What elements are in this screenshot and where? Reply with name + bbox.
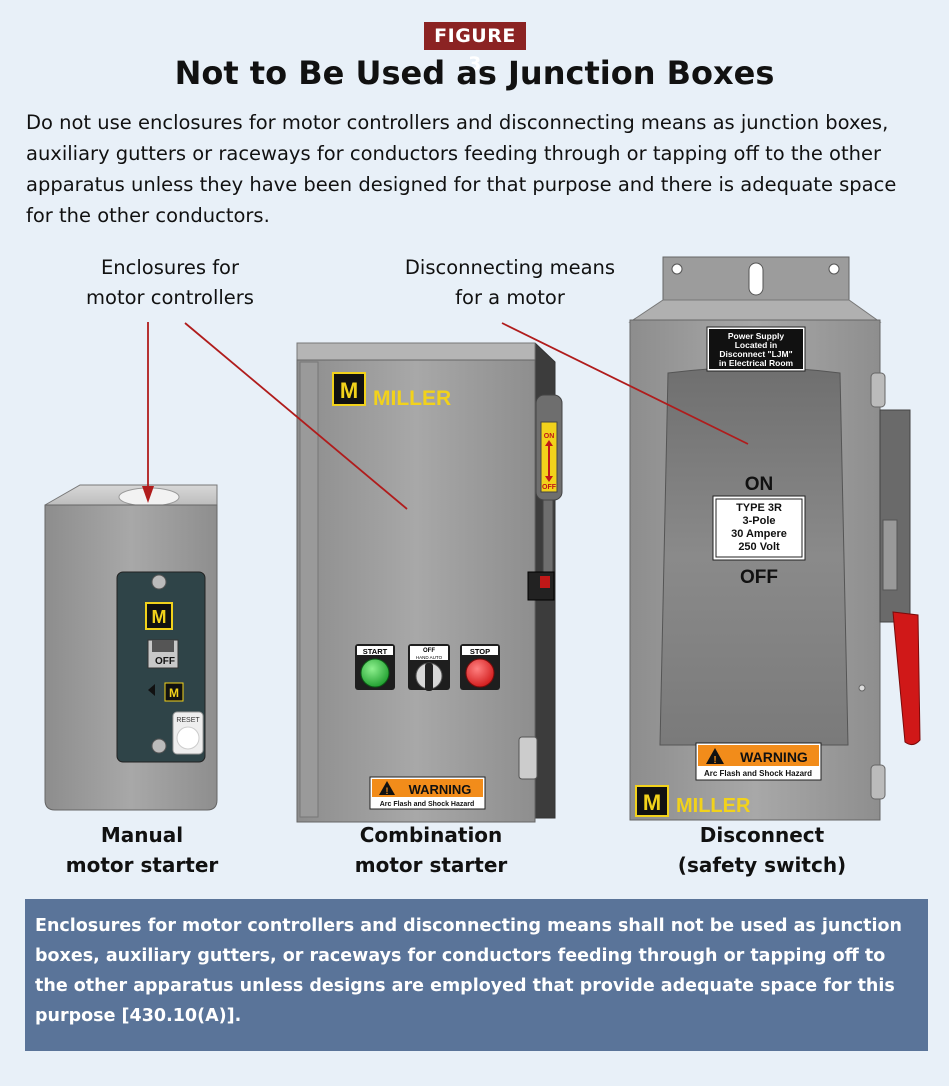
arrowhead-icon bbox=[142, 486, 154, 503]
notice-line: in Electrical Room bbox=[719, 358, 794, 368]
caption-line: Combination bbox=[359, 823, 503, 847]
door-latch-icon bbox=[518, 736, 538, 780]
stop-label: STOP bbox=[470, 647, 490, 656]
caption-line: (safety switch) bbox=[677, 853, 847, 877]
caption-line: Disconnect bbox=[699, 823, 825, 847]
figure-badge: FIGURE 3 bbox=[424, 22, 526, 75]
brand-logo-icon bbox=[332, 372, 366, 406]
brand-letter: M bbox=[152, 607, 167, 627]
combination-motor-starter: M MILLER ON OFF START OFF HAND AUTO STOP… bbox=[296, 342, 563, 823]
notice-label bbox=[709, 329, 803, 369]
warning-subtitle: Arc Flash and Shock Hazard bbox=[704, 769, 812, 778]
code-note-text: Enclosures for motor controllers and dis… bbox=[35, 916, 903, 1026]
switch-label: OFF bbox=[155, 656, 175, 667]
code-note-box: Enclosures for motor controllers and dis… bbox=[25, 899, 928, 1051]
rating-line: 30 Ampere bbox=[731, 528, 787, 540]
selector-sub-label: HAND AUTO bbox=[416, 655, 443, 660]
off-label: OFF bbox=[740, 567, 778, 588]
keyhole-icon bbox=[748, 262, 764, 296]
callout-controllers: Enclosures for motor controllers bbox=[70, 253, 270, 313]
warning-icon bbox=[379, 781, 395, 795]
caption-line: motor starter bbox=[354, 853, 508, 877]
callout-line: Enclosures for bbox=[100, 256, 240, 279]
disconnect-safety-switch: Power Supply Located in Disconnect "LJM"… bbox=[628, 256, 921, 821]
enclosure-door bbox=[296, 359, 536, 823]
caption-line: Manual bbox=[100, 823, 184, 847]
start-label: START bbox=[363, 647, 388, 656]
pointer-line bbox=[501, 322, 749, 445]
notice-line: Located in bbox=[735, 340, 778, 350]
callout-line: motor controllers bbox=[86, 286, 254, 309]
pointer-line bbox=[184, 322, 408, 510]
rating-line: 250 Volt bbox=[738, 541, 780, 553]
brand-letter: M bbox=[340, 378, 358, 403]
brand-logo-icon bbox=[164, 682, 184, 702]
manual-motor-starter: M OFF M RESET bbox=[44, 484, 218, 811]
warning-subtitle: Arc Flash and Shock Hazard bbox=[380, 801, 475, 808]
brand-name: MILLER bbox=[373, 387, 451, 410]
caption-disconnect: Disconnect (safety switch) bbox=[642, 820, 882, 880]
rating-label bbox=[712, 495, 806, 561]
brand-letter: M bbox=[169, 686, 179, 700]
stop-button bbox=[465, 658, 495, 688]
on-label: ON bbox=[745, 474, 774, 495]
warning-title: WARNING bbox=[409, 782, 472, 797]
reset-label: RESET bbox=[176, 717, 200, 724]
start-button bbox=[360, 658, 390, 688]
handle-on-label: ON bbox=[544, 433, 555, 440]
handle-off-label: OFF bbox=[542, 484, 557, 491]
svg-text:!: ! bbox=[386, 786, 389, 796]
brand-name: MILLER bbox=[676, 795, 751, 817]
callout-line: Disconnecting means bbox=[404, 256, 616, 279]
figure-title: Not to Be Used as Junction Boxes bbox=[174, 54, 775, 92]
notice-line: Power Supply bbox=[728, 331, 784, 341]
rating-line: 3-Pole bbox=[742, 515, 775, 527]
selector-label: OFF bbox=[423, 648, 435, 654]
svg-text:!: ! bbox=[713, 755, 716, 766]
caption-manual: Manual motor starter bbox=[22, 820, 262, 880]
brand-logo-icon bbox=[145, 602, 173, 630]
pointer-lines bbox=[142, 322, 749, 510]
brand-letter: M bbox=[643, 790, 661, 815]
warning-icon bbox=[706, 748, 724, 764]
notice-line: Disconnect "LJM" bbox=[719, 349, 792, 359]
rating-line: TYPE 3R bbox=[736, 502, 782, 514]
disconnect-handle bbox=[892, 611, 921, 746]
callout-line: for a motor bbox=[455, 286, 565, 309]
screw-icon bbox=[151, 574, 167, 590]
caption-combination: Combination motor starter bbox=[311, 820, 551, 880]
screw-icon bbox=[151, 738, 167, 754]
intro-text: Do not use enclosures for motor controll… bbox=[26, 111, 897, 227]
callout-disconnect: Disconnecting means for a motor bbox=[395, 253, 625, 313]
caption-line: motor starter bbox=[65, 853, 219, 877]
warning-title: WARNING bbox=[740, 749, 808, 765]
brand-logo-icon bbox=[635, 785, 669, 817]
